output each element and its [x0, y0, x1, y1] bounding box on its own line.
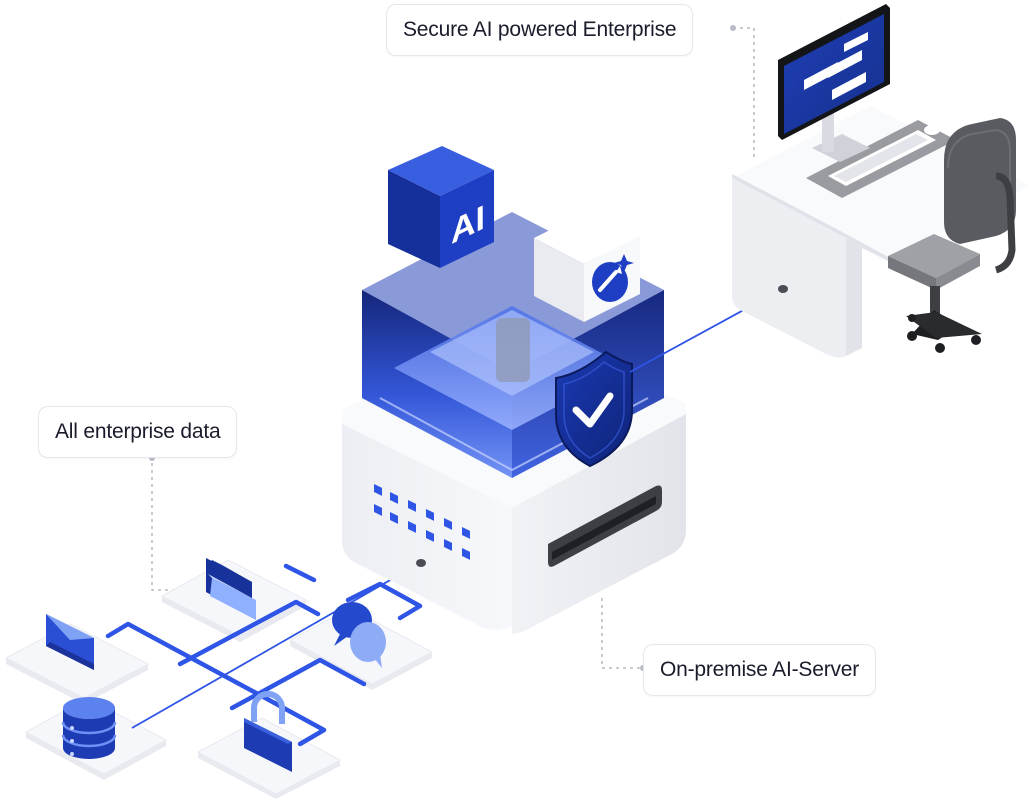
server-data-link — [131, 562, 421, 729]
leader-data — [151, 456, 200, 591]
sparkle-cube-icon — [534, 210, 640, 322]
mail-icon — [46, 614, 94, 670]
ai-cube-icon: AI — [388, 146, 494, 268]
shield-check-icon — [555, 350, 633, 468]
lock-icon — [244, 691, 292, 772]
server-left-face — [342, 424, 512, 630]
monitor-icon — [778, 4, 890, 162]
workstation — [732, 4, 1030, 358]
desk-left-panel — [732, 178, 846, 358]
database-icon — [61, 697, 117, 759]
chat-bubble-icon — [332, 602, 386, 668]
server-led-grid — [374, 483, 470, 560]
sparkle-rocket-icon — [592, 254, 634, 302]
server-port — [416, 559, 426, 567]
desk-port — [778, 285, 788, 293]
callout-leader-lines — [151, 27, 755, 669]
callout-enterprise-data: All enterprise data — [38, 406, 238, 458]
folder-icon — [206, 558, 256, 620]
callout-onpremise-server: On-premise AI-Server — [643, 644, 877, 696]
leader-enterprise — [733, 27, 755, 160]
callout-secure-ai-enterprise: Secure AI powered Enterprise — [386, 4, 694, 56]
office-chair-icon — [888, 118, 1016, 353]
desk-right-panel — [846, 238, 890, 356]
keyboard-icon — [828, 130, 936, 186]
leader-server — [601, 598, 643, 669]
